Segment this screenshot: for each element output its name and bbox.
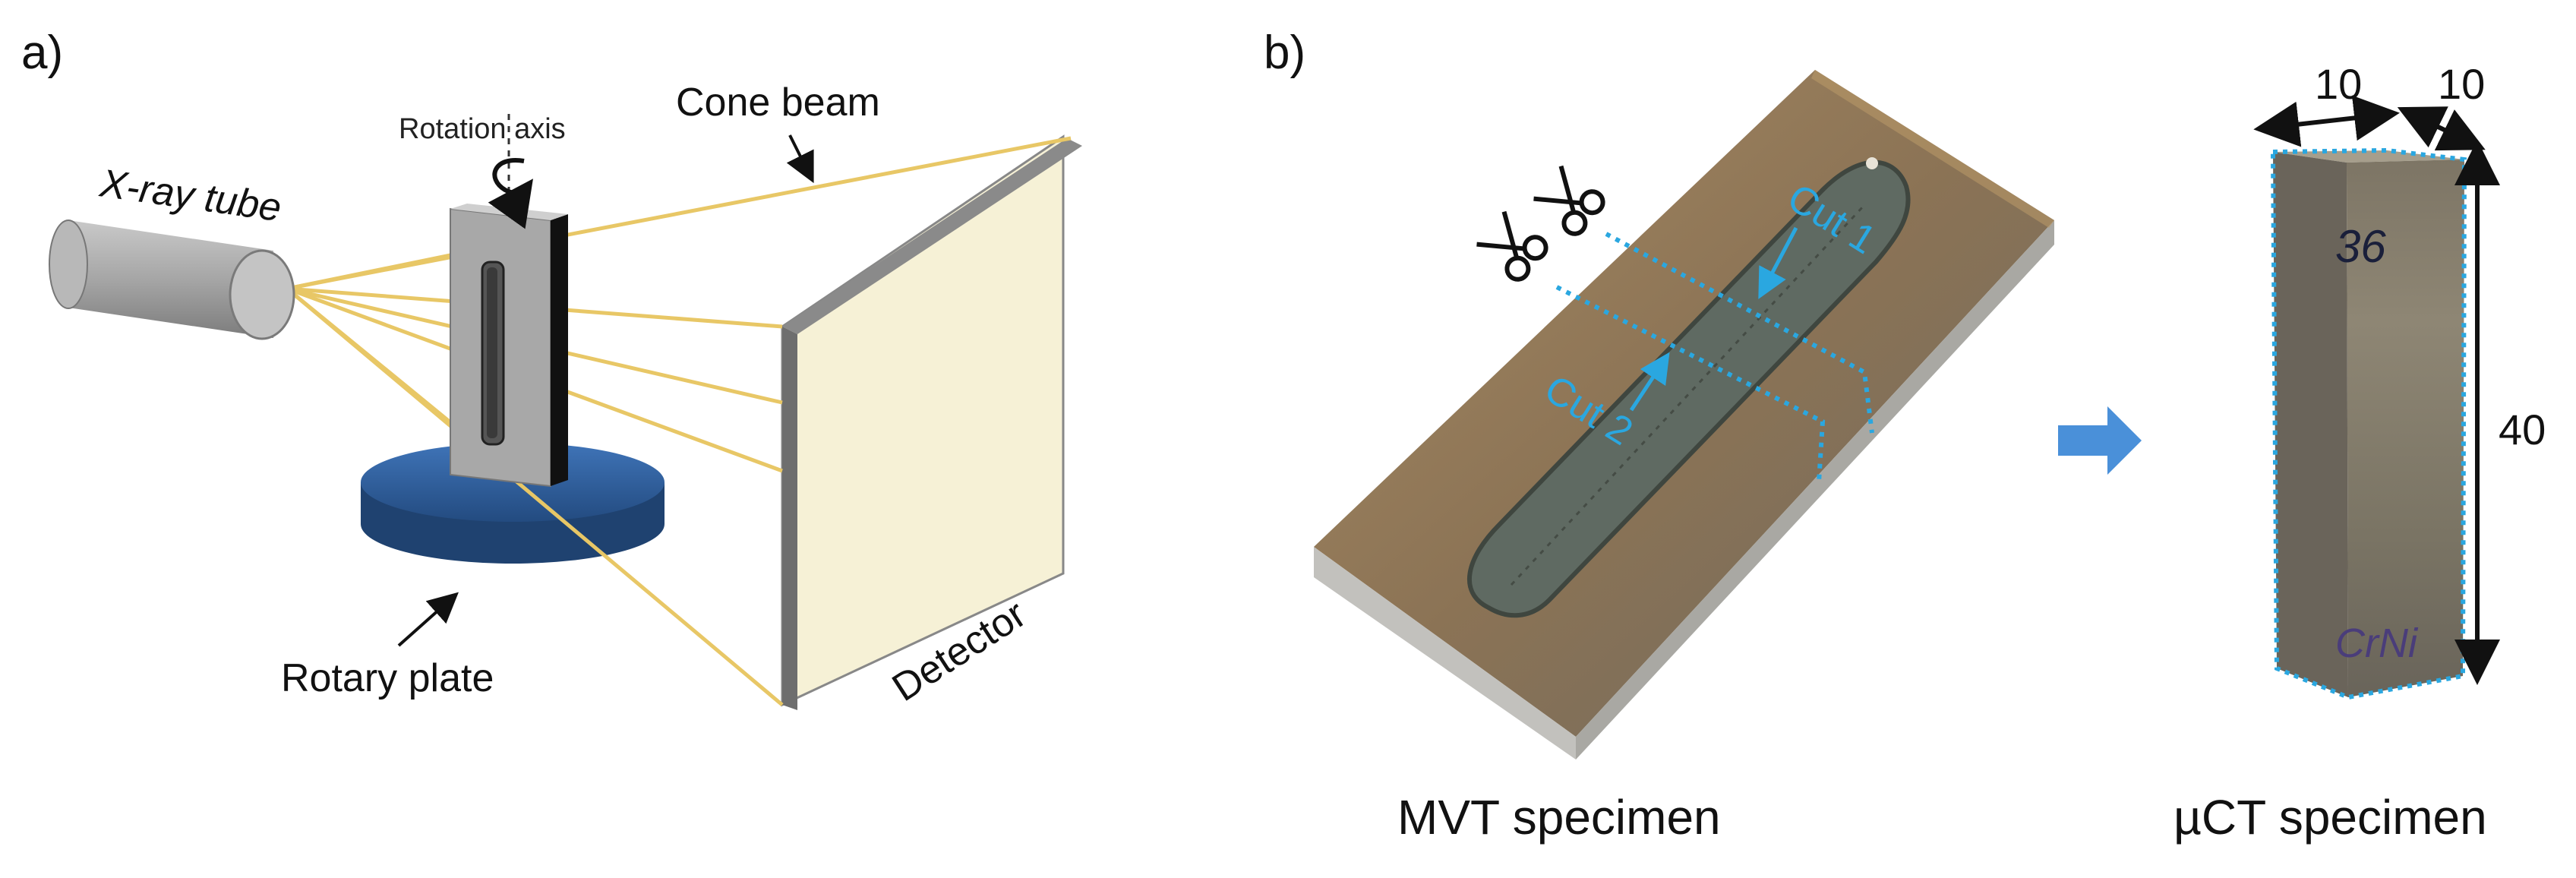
detector [781, 134, 1082, 710]
dim-width-label: 10 [2315, 60, 2362, 108]
panel-a-label: a) [21, 27, 63, 79]
scissors-icon [1533, 165, 1605, 236]
uct-marking-bottom: CrNi [2335, 621, 2419, 666]
dim-width-arrow [2253, 95, 2400, 147]
rotary-plate-pointer [397, 592, 459, 647]
dim-depth-label: 10 [2438, 60, 2485, 108]
rotary-plate-label: Rotary plate [281, 656, 494, 700]
cut2-arrow [1629, 352, 1670, 412]
rotation-arrow-icon [488, 157, 533, 229]
panel-b-label: b) [1264, 27, 1305, 79]
panel-b: b) Cut 1 Cut 2 [1264, 27, 2546, 845]
panel-a: a) [21, 27, 1082, 710]
cone-beam-pointer [786, 134, 814, 184]
dim-height-label: 40 [2499, 406, 2546, 453]
uct-specimen: 36 CrNi [2270, 147, 2467, 700]
scissors-icon [1476, 210, 1548, 282]
dim-depth-arrow [2397, 106, 2486, 151]
cut1-arrow [1758, 226, 1798, 299]
xray-tube [49, 220, 295, 340]
mvt-specimen [1314, 70, 2054, 760]
uct-marking-top: 36 [2335, 221, 2386, 272]
right-arrow-icon [2058, 406, 2142, 475]
cut-lines [1555, 232, 1874, 483]
uct-caption: µCT specimen [2174, 790, 2487, 845]
cone-beam-label: Cone beam [676, 81, 880, 125]
xray-tube-label: X-ray tube [96, 161, 284, 230]
mvt-caption: MVT specimen [1397, 790, 1721, 845]
rotation-axis-label: Rotation axis [399, 113, 566, 145]
specimen-holder [450, 204, 568, 488]
